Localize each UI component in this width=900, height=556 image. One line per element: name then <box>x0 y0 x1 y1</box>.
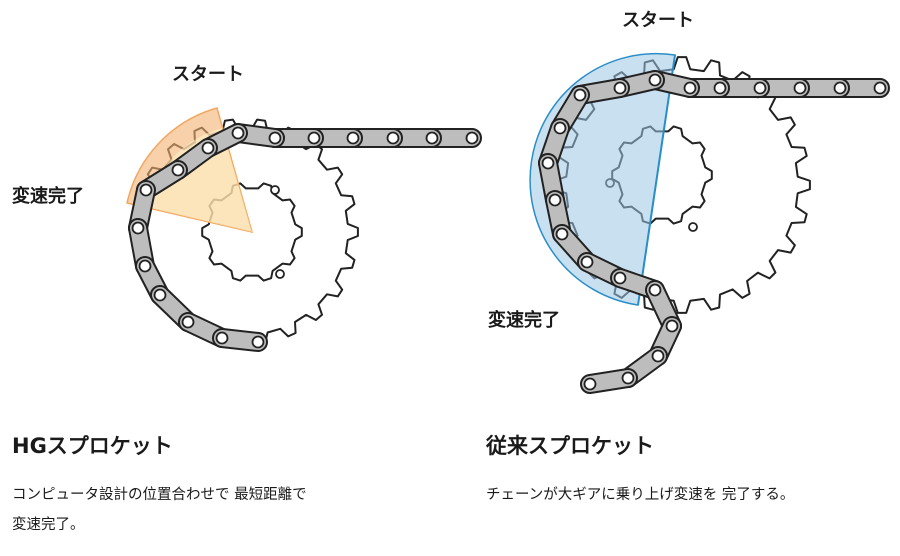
chain <box>127 122 482 352</box>
chain-roller <box>713 81 727 95</box>
hg-title: HGスプロケット <box>12 434 173 458</box>
chain-roller <box>153 288 167 302</box>
chain-roller <box>131 221 145 235</box>
conventional-shift-diagram <box>529 52 890 395</box>
chain <box>538 69 890 395</box>
start-label: スタート <box>172 64 244 85</box>
chain-roller <box>231 126 245 140</box>
shift-complete-label: 変速完了 <box>12 186 84 207</box>
chain-roller <box>613 81 627 95</box>
chain-roller <box>873 81 887 95</box>
hg-description-line-2: 変速完了。 <box>12 517 85 533</box>
chain-roller <box>621 371 635 385</box>
chain-roller <box>613 271 627 285</box>
chain-roller <box>683 81 697 95</box>
chain-roller <box>573 88 587 102</box>
hg-shift-diagram <box>126 107 482 352</box>
chain-roller <box>465 131 479 145</box>
shift-sector-inner <box>146 128 252 232</box>
start-label: スタート <box>622 10 694 31</box>
hg-sprocket-panel: スタート 変速完了 HGスプロケット コンピュータ設計の位置合わせで 最短距離で… <box>12 64 482 533</box>
sprocket-hole <box>270 185 280 195</box>
chain-roller <box>541 156 555 170</box>
chain-roller <box>215 331 229 345</box>
chain-roller <box>833 81 847 95</box>
chain-roller <box>251 335 265 349</box>
chain-roller <box>346 131 360 145</box>
shift-start-line <box>637 54 676 306</box>
chain-roller <box>548 193 562 207</box>
chain-roller <box>793 81 807 95</box>
chain-roller <box>553 121 567 135</box>
chain-roller <box>386 131 400 145</box>
conventional-sprocket-panel: スタート 変速完了 従来スプロケット チェーンが大ギアに乗り上げ変速を 完了する… <box>450 0 900 556</box>
chain-roller <box>648 73 662 87</box>
chain-roller <box>171 163 185 177</box>
shift-complete-label: 変速完了 <box>488 310 560 331</box>
sprocket-hole <box>688 222 698 232</box>
conventional-description: チェーンが大ギアに乗り上げ変速を 完了する。 <box>486 487 795 503</box>
chain-roller <box>555 227 569 241</box>
chain-roller <box>580 255 594 269</box>
conventional-title: 従来スプロケット <box>486 434 654 458</box>
chain-roller <box>138 259 152 273</box>
chain-roller <box>201 141 215 155</box>
chain-roller <box>268 131 282 145</box>
chain-roller <box>181 315 195 329</box>
chain-roller <box>651 349 665 363</box>
chain-roller <box>648 283 662 297</box>
chain-roller <box>139 183 153 197</box>
hg-description-line-1: コンピュータ設計の位置合わせで 最短距離で <box>12 487 307 503</box>
chain-roller <box>583 377 597 391</box>
chain-roller <box>753 81 767 95</box>
sprocket-hole <box>275 269 285 279</box>
chain-roller <box>665 319 679 333</box>
chain-roller <box>425 131 439 145</box>
chain-roller <box>307 131 321 145</box>
